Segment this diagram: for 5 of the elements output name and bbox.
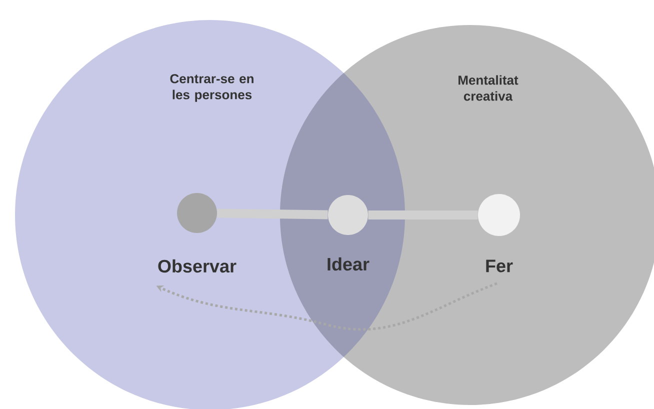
step-label: Observar (158, 259, 236, 273)
step-label: Idear (328, 257, 370, 271)
step-label: Fer (486, 260, 513, 272)
connector-bar (368, 210, 478, 220)
connector-bar (217, 208, 328, 220)
